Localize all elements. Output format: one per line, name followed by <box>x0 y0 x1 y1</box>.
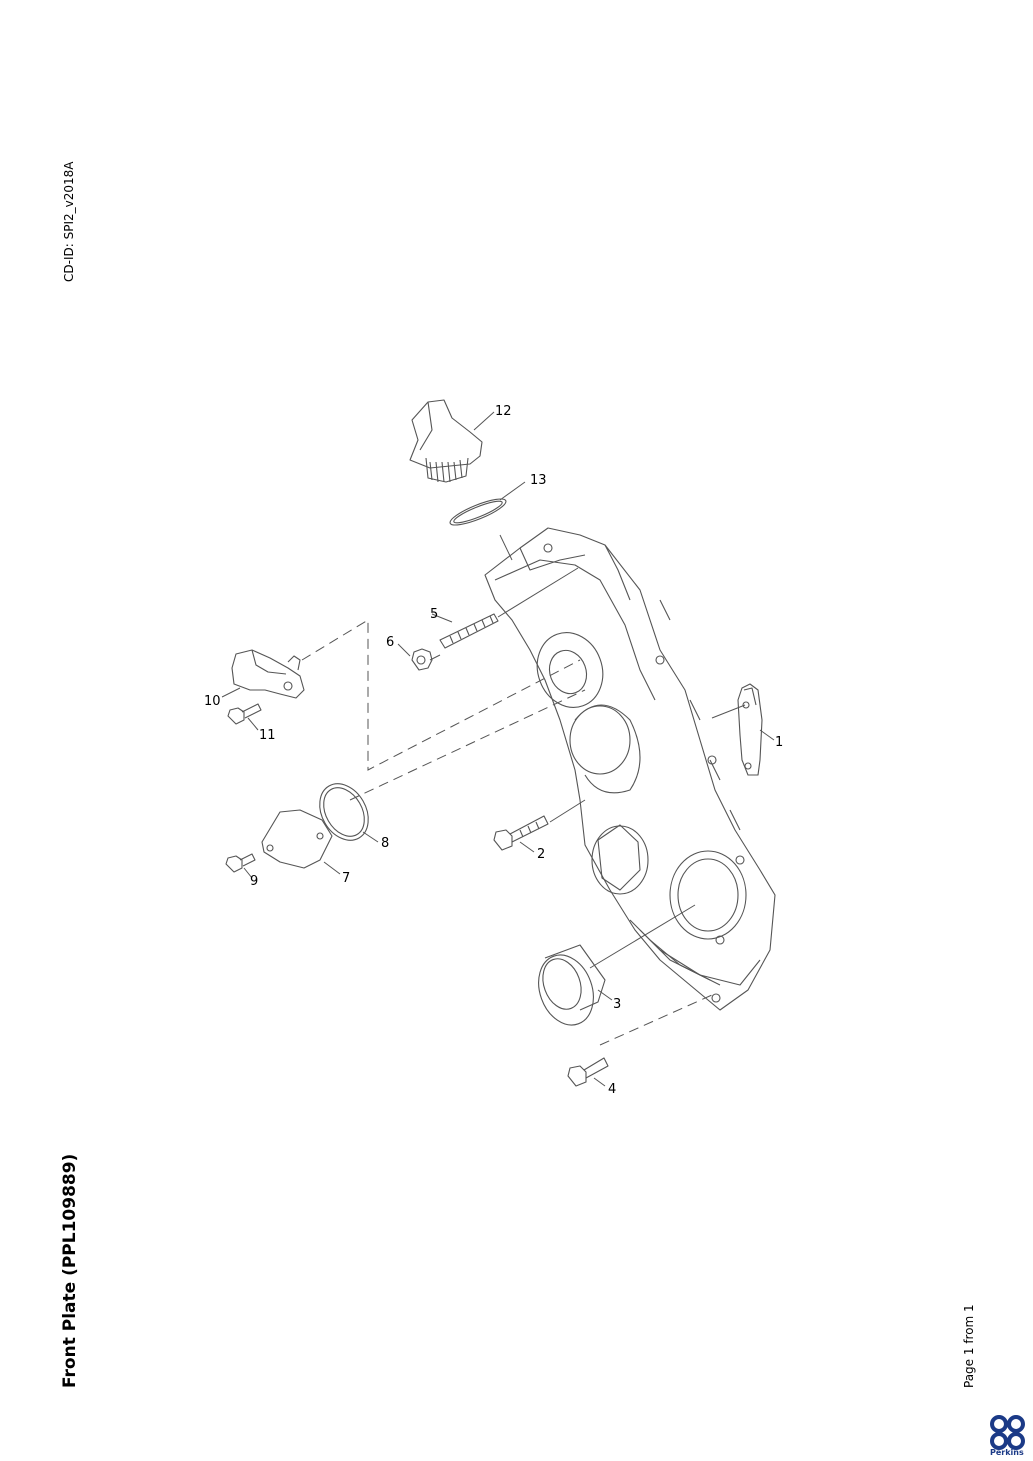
bolt-11-part <box>227 703 262 725</box>
callout-6: 6 <box>386 635 394 650</box>
callout-10: 10 <box>204 694 221 709</box>
brand-name: Perkins <box>990 1448 1024 1457</box>
cover-plate-part <box>261 809 333 869</box>
callout-5: 5 <box>430 607 438 622</box>
lifting-bracket-part <box>737 683 763 776</box>
callout-11: 11 <box>259 728 276 743</box>
callout-9: 9 <box>250 874 258 889</box>
front-plate-part <box>484 527 776 1011</box>
stud-part <box>439 613 499 649</box>
perkins-logo-icon <box>990 1415 1025 1450</box>
bolt-9-part <box>225 853 256 873</box>
bolt-4-part <box>567 1057 609 1087</box>
bolt-2-part <box>493 815 549 851</box>
o-ring-part <box>449 498 507 526</box>
callout-12: 12 <box>495 404 512 419</box>
filler-cap-part <box>409 399 483 483</box>
sensor-part <box>231 649 305 699</box>
callout-7: 7 <box>342 871 350 886</box>
crankshaft-seal-part <box>538 944 606 1026</box>
callout-4: 4 <box>608 1082 616 1097</box>
nut-part <box>411 648 433 671</box>
callout-2: 2 <box>537 847 545 862</box>
callout-1: 1 <box>775 735 783 750</box>
callout-3: 3 <box>613 997 621 1012</box>
seal-ring-part <box>319 783 369 841</box>
callout-8: 8 <box>381 836 389 851</box>
callout-13: 13 <box>530 473 547 488</box>
